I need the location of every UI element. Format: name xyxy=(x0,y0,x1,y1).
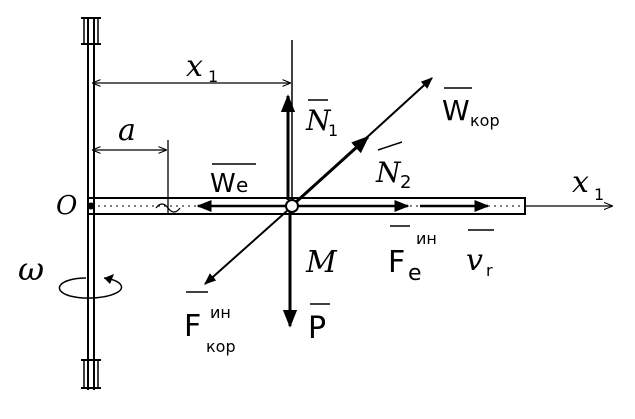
dimension-a xyxy=(93,140,181,214)
origin-point xyxy=(87,202,95,210)
omega-rotation-icon xyxy=(58,274,123,299)
label-We-sub: e xyxy=(236,173,248,197)
label-N2-sub: 2 xyxy=(400,172,411,193)
top-bearing-icon xyxy=(81,17,101,45)
label-N1-sub: 1 xyxy=(328,121,338,140)
label-Fe: F e ин xyxy=(388,225,437,286)
label-origin: O xyxy=(56,191,77,221)
label-Fe-sub: e xyxy=(408,261,422,286)
label-P: P xyxy=(308,303,330,346)
label-omega: ω xyxy=(18,250,44,288)
label-Wkor: W кор xyxy=(442,87,500,130)
vector-Fkor xyxy=(204,209,289,285)
vector-N2 xyxy=(294,135,370,204)
label-vr: v r xyxy=(466,229,494,280)
label-Wkor-sub: кор xyxy=(470,111,500,130)
label-N2: N 2 xyxy=(375,141,411,193)
bottom-bearing-icon xyxy=(81,359,101,389)
label-x1-axis-sub: 1 xyxy=(594,185,604,204)
label-a: a xyxy=(118,113,136,148)
label-Fe-sup: ин xyxy=(416,229,437,248)
label-We-main: W xyxy=(210,169,236,199)
label-Fkor-sup: ин xyxy=(210,303,231,322)
label-Fkor-main: F xyxy=(184,309,201,344)
label-vr-main: v xyxy=(466,243,483,278)
label-M: M xyxy=(305,245,338,280)
label-N2-main: N xyxy=(375,156,402,189)
label-x1-axis: x 1 xyxy=(572,165,604,204)
label-Wkor-main: W xyxy=(442,94,470,127)
label-x1-top-main: x xyxy=(186,49,203,84)
label-vr-sub: r xyxy=(486,261,493,280)
label-x1-top-sub: 1 xyxy=(208,67,218,86)
label-N1: N 1 xyxy=(305,99,338,140)
dimension-x1 xyxy=(93,40,293,200)
label-Fkor-sub: кор xyxy=(206,337,236,356)
label-x1-top: x 1 xyxy=(186,49,218,86)
label-Fe-main: F xyxy=(388,245,405,280)
label-Fkor: F кор ин xyxy=(184,291,236,356)
label-We: W e xyxy=(210,163,256,199)
label-N1-main: N xyxy=(305,104,332,137)
label-x1-axis-main: x xyxy=(572,165,589,200)
label-P-main: P xyxy=(308,311,326,346)
